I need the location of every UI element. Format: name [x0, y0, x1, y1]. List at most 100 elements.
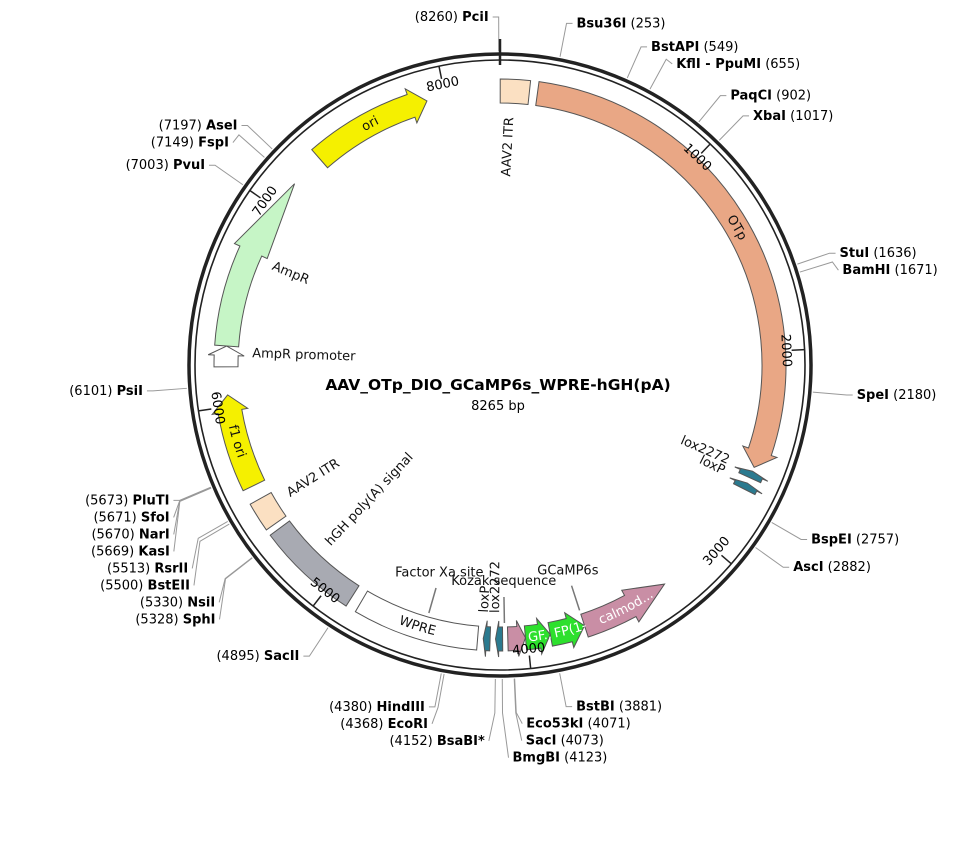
site-position: (655) [765, 57, 800, 72]
site-leader-stui [797, 252, 836, 265]
site-leader-hindiii [428, 673, 442, 708]
site-name: SacII [264, 649, 300, 664]
site-leader-bstapi [626, 46, 648, 79]
site-label-rsrii: (5513) RsrII [107, 561, 188, 576]
site-ecori[interactable]: (4368) EcoRI [340, 673, 445, 732]
site-bstbi[interactable]: BstBI (3881) [559, 673, 662, 715]
site-saci[interactable]: SacI (4073) [513, 678, 604, 749]
annotation-label-kozak-sequence: Kozak sequence [451, 574, 556, 589]
site-rsrii[interactable]: (5513) RsrII [107, 520, 228, 576]
site-label-bamhi: BamHI (1671) [842, 263, 937, 278]
feature-loxp-left[interactable]: loxP [477, 585, 493, 657]
site-hindiii[interactable]: (4380) HindIII [329, 673, 442, 715]
site-position: (2882) [828, 560, 871, 575]
feature-otp[interactable]: OTp [535, 81, 787, 469]
site-kasi[interactable]: (5669) KasI [91, 487, 212, 559]
site-psii[interactable]: (6101) PsiI [69, 384, 187, 399]
feature-shape-hgh-poly-a-signal [269, 520, 360, 607]
site-leader-pcii [492, 16, 500, 52]
site-bsu36i[interactable]: Bsu36I (253) [559, 16, 665, 57]
feature-wpre[interactable]: WPRE [354, 590, 480, 651]
site-label-eco53ki: Eco53kI (4071) [526, 717, 630, 732]
site-label-hindiii: (4380) HindIII [329, 700, 425, 715]
site-nsii[interactable]: (5330) NsiI [140, 557, 253, 611]
site-leader-sfoi [173, 487, 212, 518]
site-label-asei: (7197) AseI [159, 119, 238, 134]
site-fspi[interactable]: (7149) FspI [151, 134, 265, 158]
site-name: Eco53kI [526, 717, 583, 732]
site-xbai[interactable]: XbaI (1017) [718, 109, 833, 141]
site-bsteii[interactable]: (5500) BstEII [100, 523, 230, 593]
tick-label-6000: 6000 [207, 391, 227, 426]
tick-mark-5000 [312, 595, 322, 607]
site-leader-nsii [218, 557, 253, 603]
site-name: SfoI [141, 510, 170, 525]
feature-lox2272-left[interactable]: lox2272 [488, 561, 503, 658]
feature-hgh-poly-a-signal[interactable]: hGH poly(A) signal [269, 450, 417, 607]
feature-aav2-itr-left[interactable]: AAV2 ITR [249, 456, 343, 531]
site-name: BsaBI* [437, 734, 485, 749]
site-label-ecori: (4368) EcoRI [340, 717, 428, 732]
site-label-stui: StuI (1636) [840, 246, 917, 261]
site-name: RsrII [154, 561, 188, 576]
site-stui[interactable]: StuI (1636) [797, 246, 917, 265]
site-asci[interactable]: AscI (2882) [755, 547, 871, 575]
site-name: StuI [840, 246, 870, 261]
site-position: (5500) [100, 578, 143, 593]
site-leader-sphi [219, 557, 253, 620]
site-sacii[interactable]: (4895) SacII [216, 627, 329, 664]
tick-mark-1000 [700, 143, 711, 154]
site-label-bsabi: (4152) BsaBI* [389, 734, 485, 749]
site-bsabi[interactable]: (4152) BsaBI* [389, 678, 496, 749]
annotation-label-gcamp6s: GCaMP6s [537, 563, 598, 578]
site-leader-kasi [173, 487, 212, 552]
site-bstapi[interactable]: BstAPI (549) [626, 40, 738, 79]
tick-label-8000: 8000 [425, 74, 460, 95]
tick-4000: 4000 [512, 640, 546, 669]
site-bmgbi[interactable]: BmgBI (4123) [501, 678, 608, 766]
site-pluti[interactable]: (5673) PluTI [85, 486, 211, 508]
site-name: PciI [462, 10, 489, 25]
feature-egf[interactable]: EGF... [0, 0, 553, 656]
tick-mark-8000 [438, 66, 443, 80]
site-position: (5328) [135, 612, 178, 627]
site-pcii[interactable]: (8260) PciI [415, 10, 500, 52]
feature-ampr-promoter[interactable]: AmpR promoter [207, 345, 356, 368]
plasmid-title: AAV_OTp_DIO_GCaMP6s_WPRE-hGH(pA) [325, 376, 670, 394]
site-label-asci: AscI (2882) [793, 560, 871, 575]
feature-shape-f1-ori [211, 394, 266, 492]
site-asei[interactable]: (7197) AseI [159, 119, 273, 150]
annotation-label-factor-xa-site: Factor Xa site [395, 565, 483, 580]
site-pvui[interactable]: (7003) PvuI [126, 158, 244, 186]
feature-label-egf: EGF... [0, 0, 553, 646]
site-paqci[interactable]: PaqCI (902) [698, 89, 811, 123]
feature-shape-ori [311, 87, 428, 169]
feature-shape-aav2-itr-left [249, 491, 287, 531]
feature-shape-loxp-left [482, 620, 492, 657]
feature-gcamp6s-n-term[interactable] [506, 620, 527, 657]
site-label-sacii: (4895) SacII [216, 649, 299, 664]
feature-f1-ori[interactable]: f1 ori [211, 394, 266, 492]
site-position: (1671) [895, 263, 938, 278]
feature-aav2-itr[interactable]: AAV2 ITR [499, 78, 532, 177]
site-leader-sacii [303, 627, 329, 657]
site-position: (5669) [91, 544, 134, 559]
site-name: Bsu36I [577, 16, 627, 31]
site-bamhi[interactable]: BamHI (1671) [799, 261, 938, 278]
site-label-psii: (6101) PsiI [69, 384, 143, 399]
site-label-kasi: (5669) KasI [91, 544, 170, 559]
site-position: (549) [703, 40, 738, 55]
site-bspei[interactable]: BspEI (2757) [771, 521, 899, 547]
site-position: (7003) [126, 158, 169, 173]
site-kfli-ppumi[interactable]: KflI - PpuMI (655) [649, 57, 800, 90]
site-leader-rsrii [191, 520, 228, 569]
feature-shape-egfp-1 [547, 611, 586, 649]
site-spei[interactable]: SpeI (2180) [812, 388, 937, 403]
site-label-bmgbi: BmgBI (4123) [513, 751, 608, 766]
tick-label-3000: 3000 [700, 534, 733, 569]
feature-ori[interactable]: ori [311, 87, 428, 169]
site-leader-bstbi [559, 673, 573, 708]
tick-mark-3000 [720, 554, 732, 565]
feature-shape-ampr-promoter [207, 345, 245, 368]
site-name: KasI [138, 544, 169, 559]
